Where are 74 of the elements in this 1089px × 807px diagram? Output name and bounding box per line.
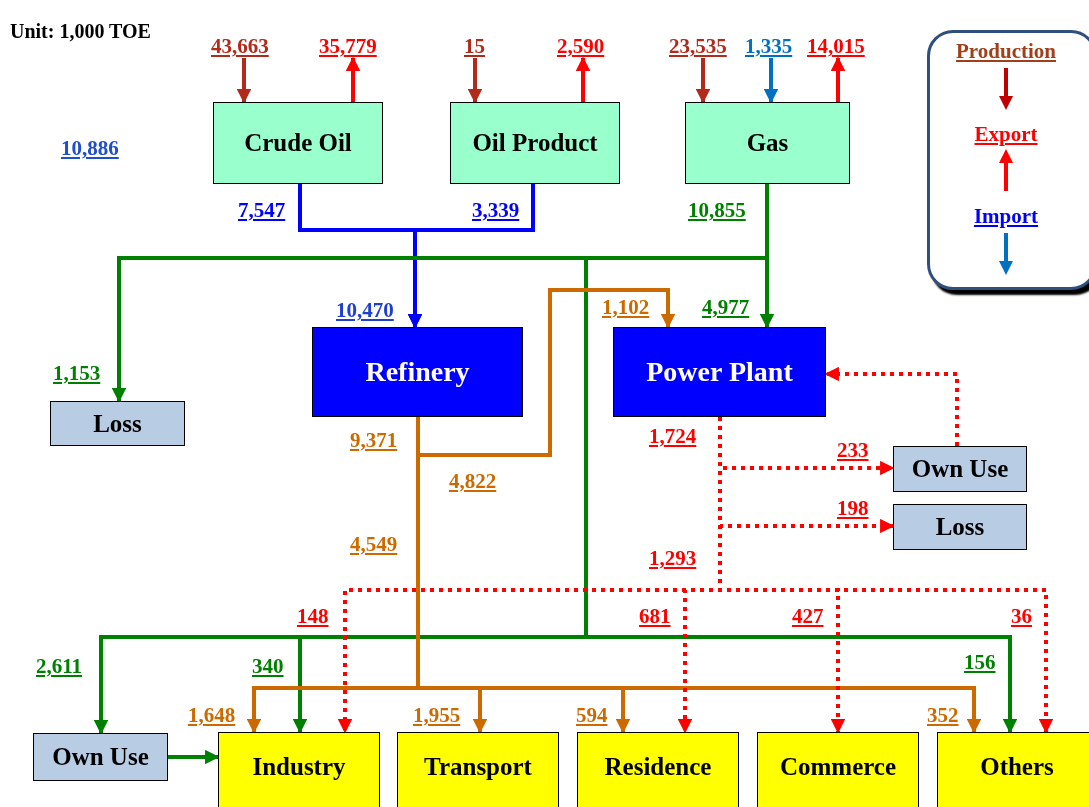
edge-label: 2,611 bbox=[35, 656, 84, 677]
node-label: Own Use bbox=[52, 743, 149, 771]
process-box bbox=[613, 327, 826, 417]
edge-label: 156 bbox=[963, 652, 997, 673]
edge-label: 681 bbox=[638, 606, 672, 627]
edge-label: 1,335 bbox=[744, 36, 794, 57]
edge-label: 2,590 bbox=[556, 36, 606, 57]
edge-label: 340 bbox=[251, 656, 285, 677]
sink-box bbox=[50, 401, 185, 446]
edge-label: 1,955 bbox=[412, 705, 462, 726]
edge-label: 148 bbox=[296, 606, 330, 627]
node-label: Crude Oil bbox=[244, 129, 352, 157]
dashed-arrow bbox=[824, 366, 959, 446]
edge-label: 1,153 bbox=[52, 363, 102, 384]
edge-label: 35,779 bbox=[318, 36, 378, 57]
node-label: Loss bbox=[935, 513, 985, 541]
node-label: Power Plant bbox=[646, 356, 793, 388]
node-label: Gas bbox=[746, 129, 789, 157]
node-label: Loss bbox=[93, 409, 142, 438]
edge-label: 1,648 bbox=[187, 705, 237, 726]
sector-box bbox=[577, 732, 739, 807]
arrow bbox=[830, 56, 846, 102]
node-label: Others bbox=[980, 753, 1054, 781]
node-label: Oil Product bbox=[472, 129, 598, 157]
legend-label: Export bbox=[974, 121, 1038, 147]
edge-label: 36 bbox=[1010, 606, 1033, 627]
source-box bbox=[213, 102, 383, 184]
flow-total: 1,293 bbox=[648, 548, 698, 569]
legend-label: Import bbox=[973, 204, 1039, 230]
edge-label: 4,977 bbox=[701, 297, 751, 318]
flow-total: 9,371 bbox=[349, 430, 399, 451]
sector-box bbox=[937, 732, 1089, 807]
edge-label: 15 bbox=[463, 36, 486, 57]
flow-total: 4,549 bbox=[349, 534, 399, 555]
source-box bbox=[685, 102, 850, 184]
arrow bbox=[168, 749, 220, 765]
edge-label: 594 bbox=[575, 705, 609, 726]
process-box bbox=[312, 327, 523, 417]
edge-label: 14,015 bbox=[806, 36, 866, 57]
sink-box bbox=[33, 733, 168, 781]
edge-label: 3,339 bbox=[471, 200, 521, 221]
legend-label: Production bbox=[956, 39, 1056, 64]
sink-box bbox=[893, 504, 1027, 550]
edge-label: 1,102 bbox=[601, 297, 651, 318]
arrow bbox=[236, 58, 252, 104]
sector-box bbox=[397, 732, 559, 807]
flow-total: 10,886 bbox=[60, 138, 120, 159]
arrow bbox=[467, 58, 483, 104]
unit-note: Unit: 1,000 TOE bbox=[10, 21, 151, 41]
node-label: Refinery bbox=[365, 356, 470, 388]
edge-label: 198 bbox=[836, 498, 870, 519]
edge-label: 43,663 bbox=[210, 36, 270, 57]
arrow bbox=[763, 58, 779, 104]
edge-label: 233 bbox=[836, 440, 870, 461]
edge-label: 7,547 bbox=[237, 200, 287, 221]
source-box bbox=[450, 102, 620, 184]
edge-label: 23,535 bbox=[668, 36, 728, 57]
sink-box bbox=[893, 446, 1027, 492]
arrow bbox=[575, 56, 591, 102]
arrow bbox=[345, 56, 361, 102]
arrow bbox=[695, 58, 711, 104]
edge-label: 427 bbox=[791, 606, 825, 627]
node-label: Industry bbox=[252, 753, 346, 781]
node-label: Residence bbox=[604, 753, 712, 781]
node-label: Commerce bbox=[779, 753, 897, 781]
flow-total: 10,470 bbox=[335, 300, 395, 321]
flow-total: 1,724 bbox=[648, 426, 698, 447]
edge-label: 352 bbox=[926, 705, 960, 726]
node-label: Own Use bbox=[911, 455, 1009, 483]
node-label: Transport bbox=[424, 753, 532, 781]
sector-box bbox=[757, 732, 919, 807]
sector-box bbox=[218, 732, 380, 807]
flow-total: 10,855 bbox=[687, 200, 747, 221]
flow-total: 4,822 bbox=[448, 471, 498, 492]
